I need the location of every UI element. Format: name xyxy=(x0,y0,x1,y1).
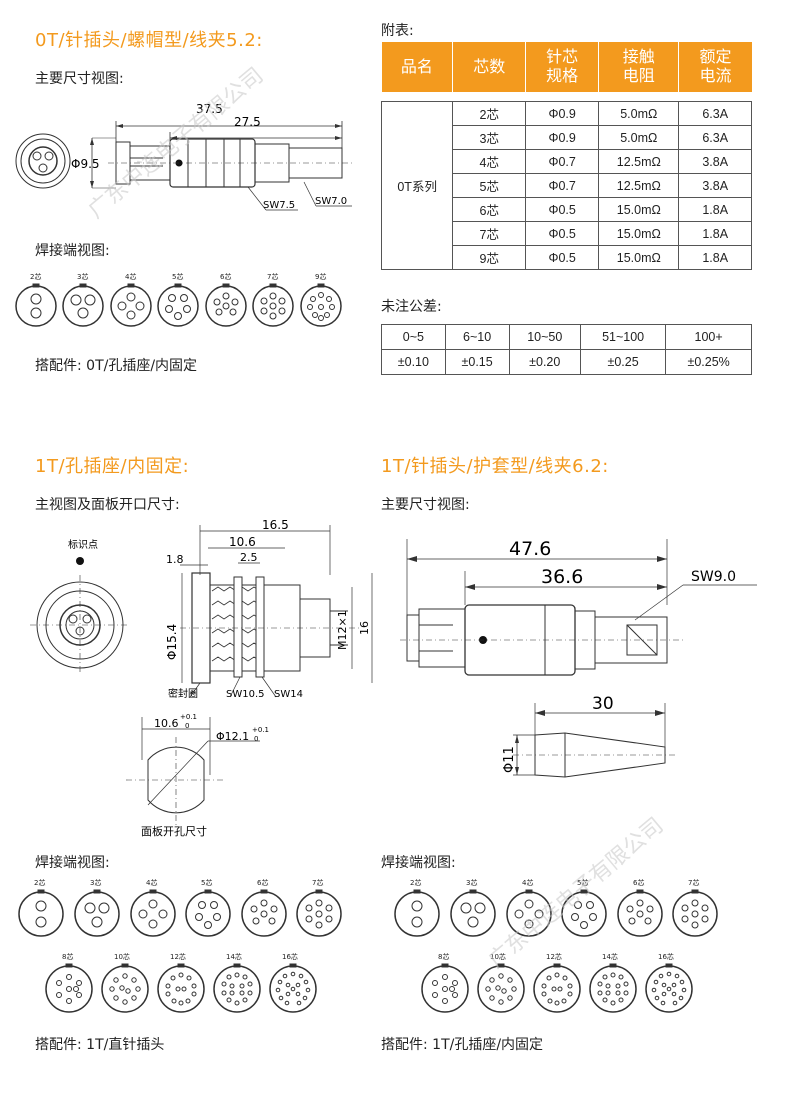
pin-label: 6芯 xyxy=(220,273,232,281)
pin-label: 14芯 xyxy=(226,953,242,961)
pin-label: 7芯 xyxy=(688,879,700,887)
sec2-dim-total: 16.5 xyxy=(262,518,289,532)
pin-label: 2芯 xyxy=(30,273,42,281)
sec1-dim-sw1: SW7.5 xyxy=(263,200,295,211)
sec2-main-view-label: 主视图及面板开口尺寸: xyxy=(35,497,180,513)
pin-label: 2芯 xyxy=(410,879,422,887)
pin-label: 4芯 xyxy=(146,879,158,887)
sec3-dim-sw: SW9.0 xyxy=(691,569,736,585)
sec2-seal-label: 密封圈 xyxy=(168,687,198,700)
pin-label: 3芯 xyxy=(466,879,478,887)
sec2-cut-dia: Φ12.1 xyxy=(216,730,249,743)
sec1-dim-dia: Φ9.5 xyxy=(71,157,100,171)
sec2-pin-layouts xyxy=(18,889,342,1013)
sec1-dim-total: 37.5 xyxy=(196,102,223,116)
sec2-cut-dia-tol0: 0 xyxy=(254,735,258,743)
pin-label: 8芯 xyxy=(438,953,450,961)
sec1-connector-drawing: 37.5 27.5 Φ9.5 SW7.5 SW7.0 xyxy=(15,102,353,211)
sec1-pin-row: 2芯 3芯 4芯 5芯 6芯 7芯 9芯 xyxy=(8,272,353,332)
pin-label: 8芯 xyxy=(62,953,74,961)
spec-table-header: 品名 芯数 针芯规格 接触电阻 额定电流 xyxy=(381,42,752,92)
pin-label: 4芯 xyxy=(125,273,137,281)
sec2-cut-width: 10.6 xyxy=(154,717,179,730)
sec2-mating: 搭配件: 1T/直针插头 xyxy=(35,1037,165,1053)
sec3-main-view-label: 主要尺寸视图: xyxy=(381,497,470,513)
sec3-dim-dia: Φ11 xyxy=(502,746,517,773)
sec2-dim-body: 10.6 xyxy=(229,535,256,549)
header-cores: 芯数 xyxy=(452,42,527,92)
pin-label: 4芯 xyxy=(522,879,534,887)
pin-label: 9芯 xyxy=(315,273,327,281)
pin-label: 3芯 xyxy=(90,879,102,887)
table-caption: 附表: xyxy=(381,23,414,39)
sec1-dim-body: 27.5 xyxy=(234,115,261,129)
sec3-pin-grid: 2芯 3芯 4芯 5芯 6芯 7芯 8芯 10芯 12芯 14芯 16芯 xyxy=(394,878,724,1018)
sec2-cut-width-tol: +0.1 xyxy=(180,713,197,721)
pin-label: 6芯 xyxy=(257,879,269,887)
sec3-dim-total: 47.6 xyxy=(509,538,551,560)
sec2-pin-grid: 2芯 3芯 4芯 5芯 6芯 7芯 8芯 10芯 12芯 14芯 16芯 xyxy=(18,878,348,1018)
sec1-mating: 搭配件: 0T/孔插座/内固定 xyxy=(35,358,198,374)
pin-label: 10芯 xyxy=(114,953,130,961)
pin-label: 3芯 xyxy=(77,273,89,281)
header-pin-spec: 针芯规格 xyxy=(525,42,600,92)
sec2-cut-width-tol0: 0 xyxy=(185,722,189,730)
sec3-dim-body: 36.6 xyxy=(541,566,583,588)
sec1-main-view-label: 主要尺寸视图: xyxy=(35,71,124,87)
sec1-title: 0T/针插头/螺帽型/线夹5.2: xyxy=(35,30,263,51)
pin-label: 7芯 xyxy=(267,273,279,281)
sec3-weld-view-label: 焊接端视图: xyxy=(381,855,456,871)
sec2-dim-panel: 1.8 xyxy=(166,553,184,566)
pin-label: 5芯 xyxy=(577,879,589,887)
sec3-pin-layouts xyxy=(394,889,718,1013)
pin-label: 12芯 xyxy=(170,953,186,961)
sec1-pin-layouts xyxy=(15,283,342,327)
header-resistance: 接触电阻 xyxy=(598,42,680,92)
sec2-dim-dia: Φ15.4 xyxy=(165,624,179,660)
pin-label: 6芯 xyxy=(633,879,645,887)
sec2-dim-sw2: SW14 xyxy=(274,689,303,700)
sec2-dim-sw1: SW10.5 xyxy=(226,689,265,700)
sec2-title: 1T/孔插座/内固定: xyxy=(35,456,190,477)
pin-label: 12芯 xyxy=(546,953,562,961)
sec3-plug-drawing: 47.6 36.6 SW9.0 30 Φ11 xyxy=(400,538,757,778)
header-current: 额定电流 xyxy=(678,42,752,92)
sec3-title: 1T/针插头/护套型/线夹6.2: xyxy=(381,456,609,477)
sec2-dim-height: 16 xyxy=(358,621,371,635)
sec2-cut-dia-tol: +0.1 xyxy=(252,726,269,734)
sec2-dim-thread: M12×1 xyxy=(336,610,349,650)
sec2-cut-label: 面板开孔尺寸 xyxy=(141,824,207,838)
pin-label: 16芯 xyxy=(282,953,298,961)
sec3-dim-len: 30 xyxy=(592,694,614,714)
pin-label: 16芯 xyxy=(658,953,674,961)
sec1-dim-sw2: SW7.0 xyxy=(315,196,347,207)
header-name: 品名 xyxy=(381,42,454,92)
pin-label: 5芯 xyxy=(172,273,184,281)
sec1-weld-view-label: 焊接端视图: xyxy=(35,243,110,259)
tolerance-value-row: ±0.10±0.15±0.20±0.25±0.25% xyxy=(381,349,752,375)
pin-label: 10芯 xyxy=(490,953,506,961)
sec2-socket-drawing: 标识点 16.5 10.6 2.5 1.8 Φ15.4 M12×1 16 密封圈… xyxy=(30,518,373,838)
pin-label: 14芯 xyxy=(602,953,618,961)
sec3-mating: 搭配件: 1T/孔插座/内固定 xyxy=(381,1037,544,1053)
pin-label: 2芯 xyxy=(34,879,46,887)
sec2-weld-view-label: 焊接端视图: xyxy=(35,855,110,871)
pin-label: 5芯 xyxy=(201,879,213,887)
series-cell: 0T系列 xyxy=(380,101,454,270)
sec2-mark-label: 标识点 xyxy=(68,539,98,551)
pin-label: 7芯 xyxy=(312,879,324,887)
sec2-dim-flange: 2.5 xyxy=(240,551,258,564)
tolerance-caption: 未注公差: xyxy=(381,299,442,315)
